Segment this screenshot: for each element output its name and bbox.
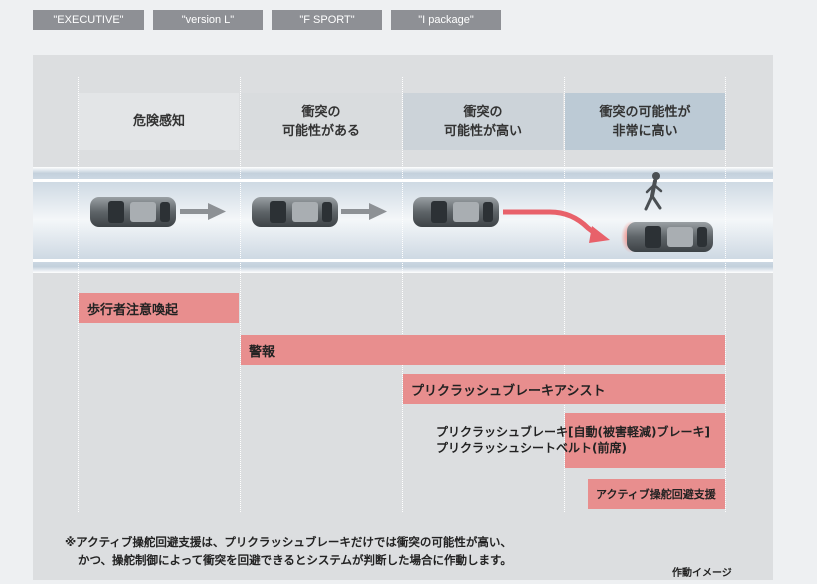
car-icon [252,197,338,227]
image-caption: 作動イメージ [672,568,732,579]
grade-tag-executive[interactable]: "EXECUTIVE" [33,10,144,30]
stage-3-line1: 衝突の [463,104,503,120]
arrow-right-icon [341,203,387,220]
stage-header-2: 衝突の可能性がある [241,93,401,150]
stage-divider-1 [78,77,79,512]
seatbelt-label: プリクラッシュシートベルト(前席) [436,441,627,455]
stage-4-line2: 非常に高い [612,123,678,139]
pedestrian-icon [644,172,663,211]
warning-label: 警報 [249,344,276,360]
stage-2-line2: 可能性がある [281,123,360,139]
bar-brake-assist: プリクラッシュブレーキアシスト [403,374,725,404]
stage-divider-5 [725,77,726,512]
footnote-line2: かつ、操舵制御によって衝突を回避できるとシステムが判断した場合に作動します。 [78,553,512,567]
stage-divider-4 [564,77,565,512]
pedestrian-alert-label: 歩行者注意喚起 [87,302,179,318]
bar-pedestrian-alert: 歩行者注意喚起 [79,293,239,323]
footnote: ※アクティブ操舵回避支援は、プリクラッシュブレーキだけでは衝突の可能性が高い、 … [65,533,512,569]
stage-divider-3 [402,77,403,512]
footnote-line1: ※アクティブ操舵回避支援は、プリクラッシュブレーキだけでは衝突の可能性が高い、 [65,535,512,549]
road-lane-line-top [33,179,773,182]
stage-divider-2 [240,77,241,512]
grade-tag-version-l[interactable]: "version L" [153,10,263,30]
bar-auto-brake [565,413,725,468]
stage-header-3: 衝突の可能性が高い [403,93,563,150]
steering-arrow-icon [503,209,610,243]
stage-3-line2: 可能性が高い [443,123,522,139]
grade-tag-f-sport[interactable]: "F SPORT" [272,10,382,30]
bar-warning: 警報 [241,335,725,365]
bar-steering-assist: アクティブ操舵回避支援 [588,479,725,509]
steering-assist-label: アクティブ操舵回避支援 [596,488,716,501]
car-icon [621,221,713,253]
car-icon [413,197,499,227]
grade-tag-i-package[interactable]: "I package" [391,10,501,30]
road-lane-line-bottom [33,259,773,262]
auto-brake-seatbelt-text: プリクラッシュブレーキ[自動(被害軽減)ブレーキ] プリクラッシュシートベルト(… [436,424,710,456]
stage-1-label: 危険感知 [132,114,185,129]
arrow-right-icon [180,203,226,220]
stage-2-line1: 衝突の [301,104,341,120]
auto-brake-label: プリクラッシュブレーキ[自動(被害軽減)ブレーキ] [436,425,710,439]
stage-header-4: 衝突の可能性が非常に高い [565,93,725,150]
brake-assist-label: プリクラッシュブレーキアシスト [411,383,606,399]
car-icon [90,197,176,227]
stage-header-1: 危険感知 [79,93,239,150]
stage-4-line1: 衝突の可能性が [599,104,691,120]
